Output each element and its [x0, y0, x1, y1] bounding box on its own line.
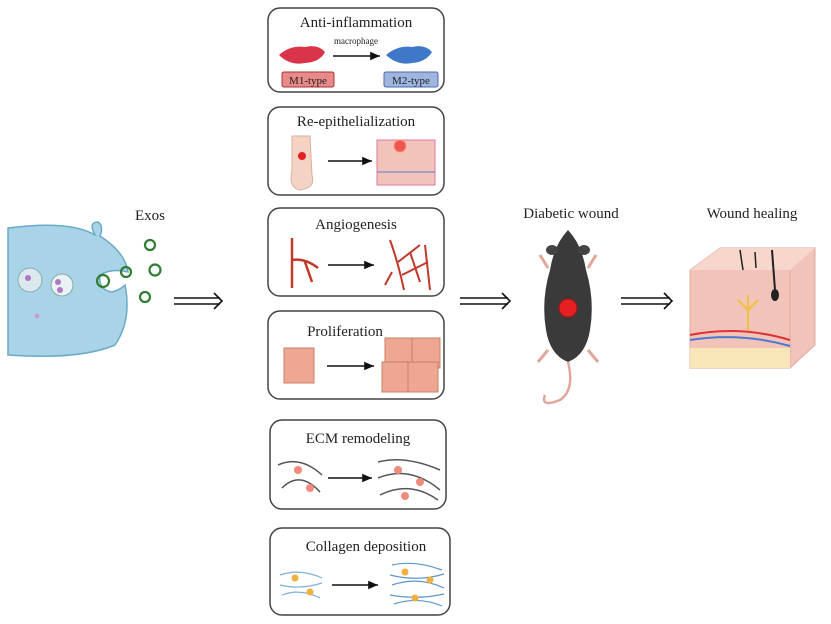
exos-label: Exos	[135, 208, 165, 224]
foot-icon	[290, 135, 314, 191]
branched-vessels-icon	[384, 239, 431, 291]
mechanism-ecm-remodeling: ECM remodeling	[269, 419, 447, 510]
diabetic-wound-label: Diabetic wound	[523, 206, 619, 222]
mechanism-angiogenesis: Angiogenesis	[267, 207, 445, 297]
mechanism-title: Re-epithelialization	[297, 114, 416, 130]
m1-macrophage-icon	[279, 46, 325, 64]
source-cell	[7, 221, 129, 357]
mechanism-title: ECM remodeling	[306, 431, 411, 447]
mechanism-title: Anti-inflammation	[300, 15, 413, 31]
mechanism-collagen-deposition: Collagen deposition	[269, 527, 451, 616]
wound-healing-label: Wound healing	[707, 206, 798, 222]
mechanism-proliferation: Proliferation	[267, 310, 445, 400]
blood-vessel-icon	[290, 238, 319, 288]
mechanism-title: Proliferation	[307, 324, 383, 340]
cell-cluster-icon	[381, 337, 441, 393]
collagen-fibers-icon	[279, 571, 323, 599]
double-arrow-icon	[174, 292, 224, 310]
healed-skin-icon	[689, 247, 816, 369]
m1-tag: M1-type	[289, 75, 327, 87]
m2-tag: M2-type	[392, 75, 430, 87]
remodeled-ecm-icon	[377, 459, 441, 501]
mechanism-anti-inflammation: Anti-inflammation macrophage M1-type M2-…	[267, 7, 445, 93]
mechanism-title: Angiogenesis	[315, 217, 397, 233]
diabetic-mouse-icon	[536, 230, 600, 405]
arrow-label: macrophage	[334, 36, 378, 46]
double-arrow-icon	[460, 292, 512, 310]
ecm-fibers-icon	[277, 460, 323, 493]
m2-macrophage-icon	[386, 46, 432, 64]
mechanism-title: Collagen deposition	[306, 539, 427, 555]
exosome-vesicles	[119, 238, 162, 304]
mechanism-re-epithelialization: Re-epithelialization	[267, 106, 445, 196]
double-arrow-icon	[621, 292, 674, 310]
wound-icon	[558, 298, 578, 318]
skin-block-icon	[376, 139, 436, 186]
cell-icon	[283, 347, 315, 384]
